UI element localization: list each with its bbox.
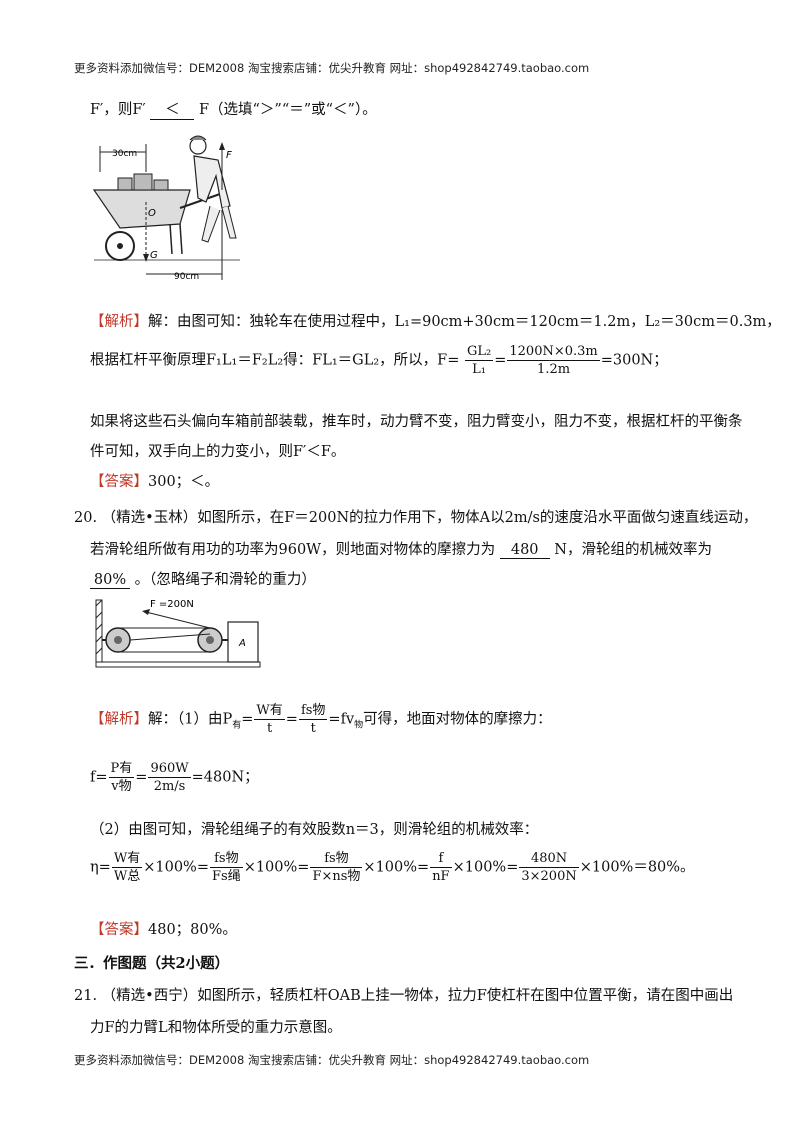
fig-label-F: F — [226, 150, 232, 161]
fig-label-G: G — [150, 250, 158, 261]
q19-analysis-line1: 【解析】解：由图可知：独轮车在使用过程中，L₁=90cm+30cm＝120cm＝… — [90, 314, 781, 330]
q19-line1: F′，则F′ ＜ F（选填“＞”“＝”或“＜”）。 — [90, 98, 377, 120]
q20-answer: 【答案】480；80%。 — [90, 922, 237, 938]
q19-answer: 【答案】300；＜。 — [90, 474, 220, 490]
dim-top-label: 30cm — [112, 149, 137, 159]
q21-line1: 21. （精选•西宁）如图所示，轻质杠杆OAB上挂一物体，拉力F使杠杆在图中位置… — [74, 988, 734, 1004]
pulley-figure: F =200N A — [95, 599, 261, 668]
page-header: 更多资料添加微信号：DEM2008 淘宝搜索店铺：优尖升教育 网址：shop49… — [74, 61, 590, 75]
q20-blank-efficiency: 80% — [90, 572, 130, 589]
q19-analysis-line4: 件可知，双手向上的力变小，则F′＜F。 — [90, 444, 346, 460]
q20-line3: 80% 。（忽略绳子和滑轮的重力） — [90, 568, 316, 589]
q20-part2: （2）由图可知，滑轮组绳子的有效股数n＝3，则滑轮组的机械效率： — [90, 822, 539, 838]
section-title: 三．作图题（共2小题） — [74, 955, 230, 972]
q19-answer-blank: ＜ — [150, 98, 195, 120]
fig-label-O: O — [148, 208, 156, 219]
wheelbarrow-figure: 30cm O G F 90cm — [92, 135, 240, 282]
q21-line2: 力F的力臂L和物体所受的重力示意图。 — [90, 1020, 342, 1036]
q20-blank-friction: 480 — [499, 542, 550, 559]
q20-line2: 若滑轮组所做有用功的功率为960W，则地面对物体的摩擦力为 480 N，滑轮组的… — [90, 542, 712, 559]
dim-bottom-label: 90cm — [174, 272, 199, 282]
fig-label-force: F =200N — [150, 599, 194, 610]
page-footer: 更多资料添加微信号：DEM2008 淘宝搜索店铺：优尖升教育 网址：shop49… — [74, 1053, 590, 1067]
q20-line1: 20. （精选•玉林）如图所示，在F＝200N的拉力作用下，物体A以2m/s的速… — [74, 510, 758, 526]
q19-analysis-line3: 如果将这些石头偏向车箱前部装载，推车时，动力臂不变，阻力臂变小，阻力不变，根据杠… — [90, 414, 743, 430]
fig-label-A: A — [238, 638, 246, 649]
